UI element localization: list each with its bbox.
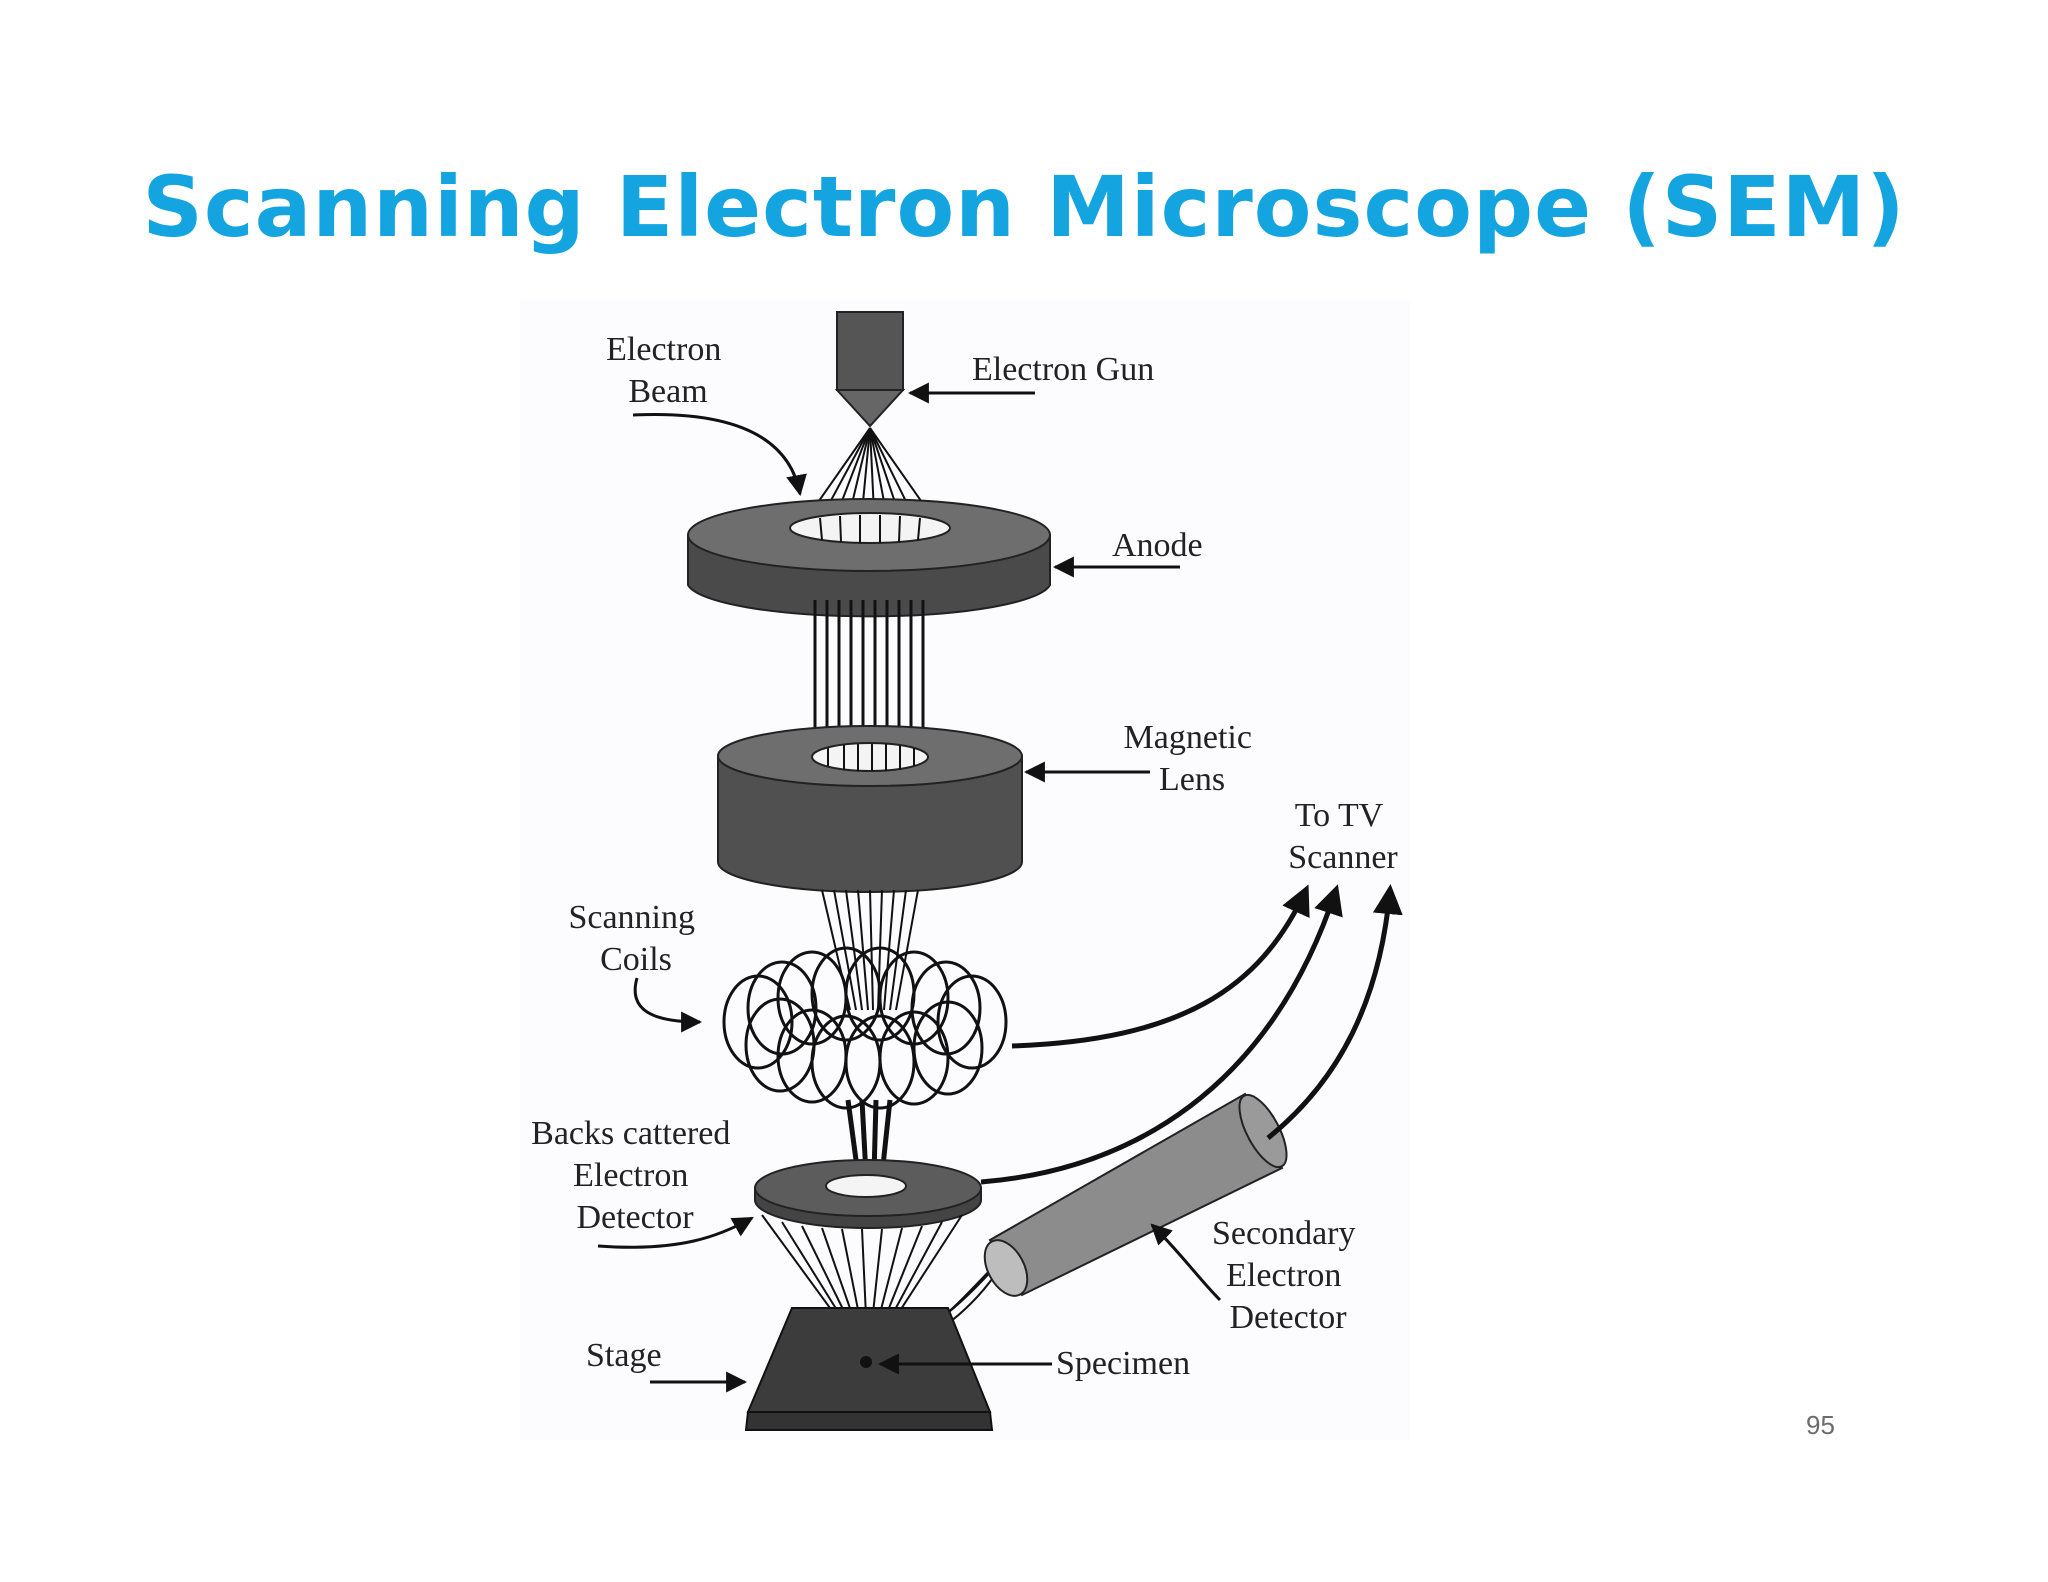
electron-gun — [834, 311, 906, 428]
label-magnetic-lens-line1: Magnetic — [1124, 719, 1252, 756]
label-to-tv-scanner: To TV Scanner — [1288, 797, 1398, 876]
signal-cables — [980, 884, 1403, 1185]
label-scanning-coils-line2: Coils — [600, 941, 672, 978]
label-magnetic-lens: Magnetic Lens — [1124, 719, 1261, 798]
label-scanning-coils-line1: Scanning — [568, 899, 695, 936]
label-secondary-line2: Electron — [1226, 1257, 1341, 1294]
label-secondary-line3: Detector — [1229, 1299, 1347, 1336]
scanning-coils — [722, 946, 1008, 1110]
page-number: 95 — [1806, 1410, 1835, 1440]
label-stage: Stage — [586, 1337, 662, 1374]
label-backscattered-line1: Backs cattered — [531, 1115, 730, 1152]
label-backscattered-detector: Backs cattered Electron Detector — [531, 1115, 739, 1236]
specimen — [860, 1356, 872, 1368]
label-anode: Anode — [1112, 527, 1203, 564]
label-scanning-coils: Scanning Coils — [568, 899, 703, 978]
label-backscattered-line3: Detector — [576, 1199, 694, 1236]
label-electron-beam-line1: Electron — [606, 331, 721, 368]
secondary-detector — [983, 1092, 1288, 1297]
slide-title: Scanning Electron Microscope (SEM) — [142, 158, 1906, 256]
label-electron-gun: Electron Gun — [972, 351, 1154, 388]
label-to-tv-scanner-line2: Scanner — [1288, 839, 1398, 876]
label-magnetic-lens-line2: Lens — [1159, 761, 1225, 798]
electron-beam-converging — [821, 889, 919, 1011]
backscattered-detector — [754, 1159, 982, 1229]
label-secondary-line1: Secondary — [1212, 1215, 1356, 1252]
anode-disc — [687, 498, 1051, 618]
label-to-tv-scanner-line1: To TV — [1295, 797, 1384, 834]
label-secondary-detector: Secondary Electron Detector — [1212, 1215, 1364, 1336]
label-backscattered-line2: Electron — [573, 1157, 688, 1194]
label-specimen: Specimen — [1056, 1345, 1190, 1382]
label-electron-beam-line2: Beam — [628, 373, 707, 410]
label-electron-beam: Electron Beam — [606, 331, 730, 410]
pointer-arrows — [597, 382, 1222, 1393]
magnetic-lens — [717, 725, 1023, 893]
